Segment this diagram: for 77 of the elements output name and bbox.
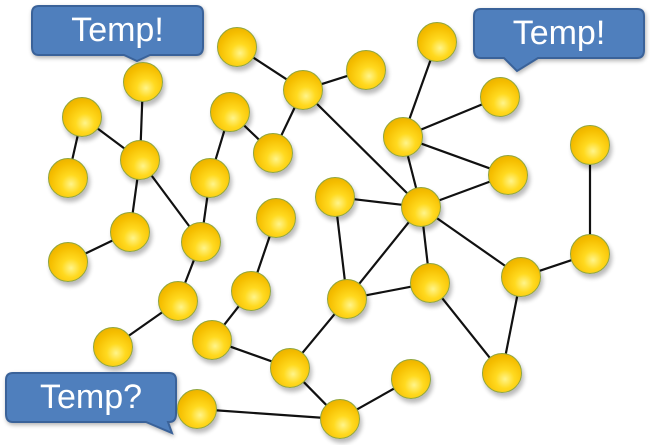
node-circle [48,242,88,282]
connector-line [150,174,190,228]
connector-line [504,296,518,354]
connector-line [408,60,432,120]
connector-line [184,260,195,284]
connector-line [356,388,395,410]
connector-line [441,298,491,358]
connector-line [336,216,346,280]
connector-line [538,259,572,272]
node-circle [315,177,355,217]
node-circle [62,97,102,137]
node-circle [346,50,386,90]
connector-line [252,56,288,80]
connector-line [354,198,402,206]
connector-line [256,236,271,274]
node-circle [501,257,541,297]
node-circle [256,198,296,238]
node-circle [48,158,88,198]
node-circle [253,133,293,173]
connector-line [84,240,114,254]
callout-text: Temp! [71,13,164,47]
connector-line [422,226,429,264]
speech-bubble [31,5,204,62]
node-circle [320,399,360,439]
node-circle [283,70,323,110]
speech-bubble [5,372,177,434]
connector-line [97,128,125,150]
connector-line [366,286,412,296]
connector-line [280,107,296,136]
connector-line [128,312,163,336]
callout-text: Temp? [40,380,142,414]
node-circle [217,27,257,67]
connector-line [420,142,490,170]
connector-line [202,196,208,224]
node-circle [158,281,198,321]
node-circle [391,359,431,399]
connector-line [223,306,240,326]
node-circle [210,92,250,132]
connector-line [436,217,506,267]
connector-line [302,313,336,354]
node-circle [181,222,221,262]
node-circle [190,158,230,198]
callout-text: Temp! [512,16,606,50]
connector-line [132,178,138,214]
node-circle [401,187,441,227]
node-circle [480,77,520,117]
node-circle [110,212,150,252]
connector-line [71,135,79,160]
node-circle [231,271,271,311]
connector-line [216,409,322,419]
node-circle [482,353,522,393]
connector-line [438,180,490,202]
node-circle [327,279,367,319]
connector-line [321,75,348,85]
node-circle [570,234,610,274]
connector-line [302,381,328,406]
node-circle [570,125,610,165]
connector-line [588,164,592,236]
connector-line [358,222,410,284]
node-circle [270,348,310,388]
node-circle [93,327,133,367]
connector-line [406,155,418,189]
node-circle [120,140,160,180]
connector-line [230,346,272,362]
node-circle [417,22,457,62]
node-circle [488,155,528,195]
connector-line [214,130,226,160]
connector-line [140,100,144,142]
node-circle [123,62,163,102]
node-circle [177,389,217,429]
node-circle [192,320,232,360]
connector-line [316,103,408,194]
speech-bubble [473,8,645,72]
node-circle [410,263,450,303]
node-circle [383,117,423,157]
connector-line [243,124,260,140]
connector-line [420,104,483,130]
